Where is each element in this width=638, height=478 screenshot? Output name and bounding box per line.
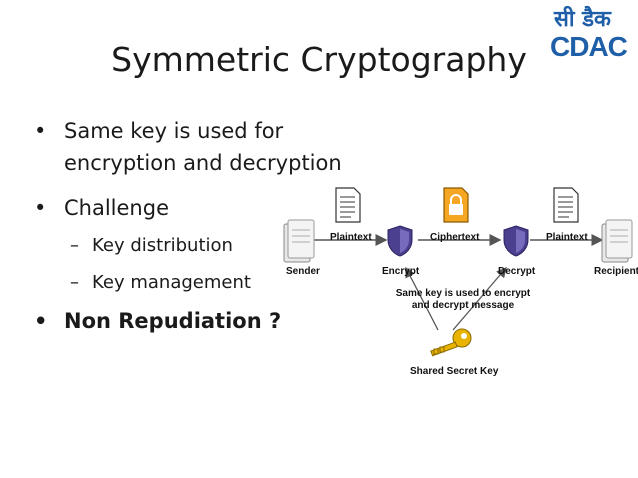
bullet-text: encryption and decryption [64, 151, 342, 175]
cdac-logo: सी डैक CDAC [550, 5, 629, 60]
label-ciphertext: Ciphertext [430, 232, 480, 243]
sub-bullet-dash: – [70, 235, 79, 256]
bullet-text: Challenge [64, 196, 169, 220]
note-line-1: Same key is used to encrypt [395, 288, 531, 299]
logo-hindi-text: सी डैक [553, 5, 612, 32]
sub-bullet-dash: – [70, 272, 79, 293]
key-icon [430, 328, 472, 357]
bullet-dot: • [34, 119, 47, 143]
sender-server-icon [283, 219, 315, 263]
ciphertext-lock-document-icon [443, 187, 469, 223]
note-line-2: and decrypt message [411, 300, 515, 311]
label-plaintext-right: Plaintext [546, 232, 588, 243]
label-sender: Sender [286, 266, 320, 277]
diagram-graphics [283, 187, 633, 357]
bullet-dot: • [34, 309, 48, 333]
logo-latin-text: CDAC [550, 31, 628, 60]
plaintext-document-icon [335, 187, 361, 223]
plaintext-document-icon [553, 187, 579, 223]
decrypt-shield-icon [503, 225, 529, 257]
key-usage-note: Same key is used to encrypt and decrypt … [388, 288, 538, 312]
arrow-key-to-encrypt [405, 266, 439, 331]
arrow-key-to-decrypt [452, 267, 507, 331]
sub-bullet-text: Key management [92, 272, 251, 293]
bullet-text: Same key is used for [64, 119, 284, 143]
bullet-text: Non Repudiation ? [64, 309, 282, 333]
bullet-dot: • [34, 196, 47, 220]
recipient-server-icon [601, 219, 633, 263]
label-shared-secret-key: Shared Secret Key [410, 366, 499, 377]
encrypt-shield-icon [387, 225, 413, 257]
sub-bullet-text: Key distribution [92, 235, 233, 256]
label-encrypt: Encrypt [382, 266, 420, 277]
slide-title: Symmetric Cryptography [111, 40, 527, 79]
label-recipient: Recipient [594, 266, 638, 277]
symmetric-encryption-diagram: Plaintext Ciphertext Plaintext Sender En… [278, 180, 638, 380]
label-plaintext-left: Plaintext [330, 232, 372, 243]
label-decrypt: Decrypt [498, 266, 536, 277]
